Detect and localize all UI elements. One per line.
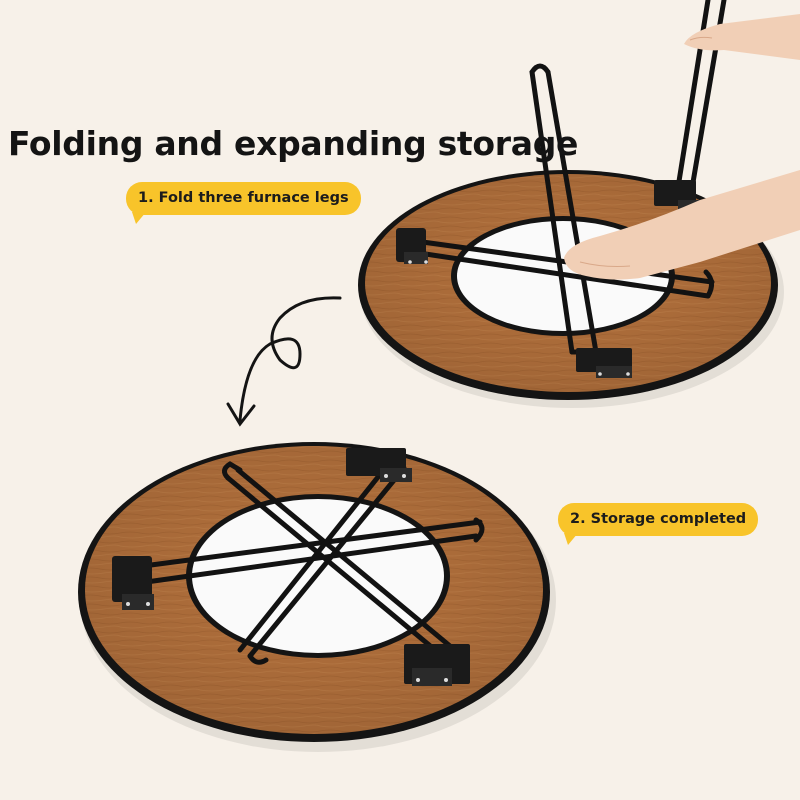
table-bottom-folded — [78, 442, 556, 752]
hand-bottom — [564, 170, 800, 280]
step-1-callout: 1. Fold three furnace legs — [126, 182, 361, 224]
top-table-legs — [396, 0, 727, 378]
curly-arrow — [226, 296, 342, 427]
step-2-label: 2. Storage completed — [570, 511, 747, 527]
step-2-callout: 2. Storage completed — [558, 503, 759, 545]
bottom-table-legs — [112, 448, 485, 686]
hand-top — [684, 14, 800, 60]
step-1-label: 1. Fold three furnace legs — [138, 190, 349, 206]
headline: Folding and expanding storage — [8, 124, 579, 163]
